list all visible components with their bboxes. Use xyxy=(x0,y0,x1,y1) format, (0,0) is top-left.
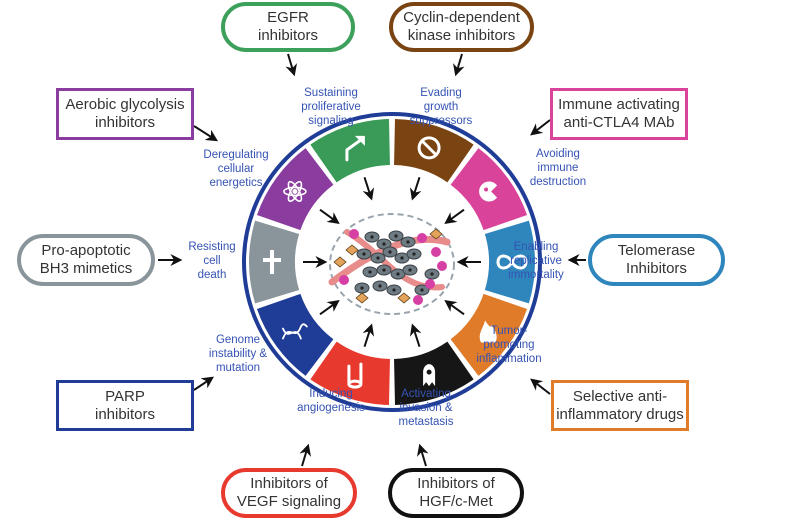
inner-arrow-invasion xyxy=(409,323,422,347)
hallmark-segment-replicative xyxy=(484,220,535,304)
inner-arrow-growth-suppressors xyxy=(409,177,422,201)
inner-arrow-angiogenesis xyxy=(362,323,375,347)
therapy-hgf-cmet-inhibitors: Inhibitors of HGF/c-Met xyxy=(388,468,524,518)
therapy-vegf-inhibitors: Inhibitors of VEGF signaling xyxy=(221,468,357,518)
hallmark-label-replicative: Enabling replicative immortality xyxy=(508,241,564,281)
tumor-microenvironment-illustration xyxy=(328,213,455,315)
therapy-bh3-mimetics: Pro-apoptotic BH3 mimetics xyxy=(17,234,155,286)
therapy-telomerase-inhibitors: Telomerase Inhibitors xyxy=(588,234,725,286)
therapy-arrow-glycolysis xyxy=(193,125,219,142)
therapy-parp-inhibitors: PARP inhibitors xyxy=(56,380,194,431)
immune-cell xyxy=(417,233,427,243)
immune-cell xyxy=(413,295,423,305)
dna-icon xyxy=(282,323,308,340)
immune-cell xyxy=(437,261,447,271)
fibroblast xyxy=(397,292,411,304)
immune-cell xyxy=(339,275,349,285)
hallmark-label-proliferative: Sustaining proliferative signaling xyxy=(301,87,361,127)
therapy-arrow-antiinflam xyxy=(530,378,551,395)
hallmark-label-invasion: Activating invasion & metastasis xyxy=(398,388,454,428)
immune-cell xyxy=(349,229,359,239)
therapy-arrow-hgf xyxy=(417,443,429,467)
blood-vessel-icon xyxy=(347,362,363,389)
infinity-icon xyxy=(496,254,528,270)
fibroblast xyxy=(429,228,443,240)
tumor-boundary xyxy=(329,213,455,315)
therapy-egfr-inhibitors: EGFR inhibitors xyxy=(221,2,355,52)
fibroblast xyxy=(333,256,347,268)
fibroblast xyxy=(355,292,369,304)
migrating-cell-icon xyxy=(423,364,436,387)
hallmark-segment-genome xyxy=(256,293,334,376)
pacman-cell-icon xyxy=(479,181,498,202)
inner-arrow-inflammation xyxy=(444,299,465,316)
inner-arrow-immune xyxy=(444,208,465,225)
hallmark-label-growth-suppressors: Evading growth suppressors xyxy=(409,87,473,127)
hallmark-label-immune: Avoiding immune destruction xyxy=(529,148,587,188)
flame-icon xyxy=(479,320,497,343)
hallmark-label-angiogenesis: Inducing angiogenesis xyxy=(297,388,365,414)
therapy-anti-inflammatory: Selective anti- inflammatory drugs xyxy=(551,380,689,431)
hallmark-segment-proliferative xyxy=(310,119,390,183)
arrow-turn-icon xyxy=(345,135,365,162)
prohibition-icon xyxy=(417,136,441,160)
therapy-arrow-egfr xyxy=(285,53,297,77)
inner-arrow-proliferative xyxy=(362,177,375,201)
fibroblast xyxy=(345,244,359,256)
therapy-glycolysis-inhibitors: Aerobic glycolysis inhibitors xyxy=(56,88,194,140)
therapy-arrow-parp xyxy=(193,376,214,391)
inner-arrow-energetics xyxy=(319,208,340,225)
hallmark-label-genome: Genome instability & mutation xyxy=(208,334,268,374)
therapy-anti-ctla4: Immune activating anti-CTLA4 MAb xyxy=(550,88,688,140)
inner-arrow-genome xyxy=(319,299,340,316)
immune-cell xyxy=(431,247,441,257)
therapy-arrow-cdk xyxy=(453,53,465,77)
cross-icon xyxy=(263,250,281,274)
hallmark-label-cell-death: Resisting cell death xyxy=(188,241,236,281)
hallmark-label-inflammation: Tumor- promoting inflammation xyxy=(476,325,542,365)
therapy-arrow-vegf xyxy=(299,443,311,467)
atom-icon xyxy=(283,180,307,202)
immune-cell xyxy=(425,279,435,289)
hallmark-label-energetics: Deregulating cellular energetics xyxy=(203,149,269,189)
therapy-cdk-inhibitors: Cyclin-dependent kinase inhibitors xyxy=(389,2,534,52)
therapy-arrow-ctla4 xyxy=(530,119,551,136)
